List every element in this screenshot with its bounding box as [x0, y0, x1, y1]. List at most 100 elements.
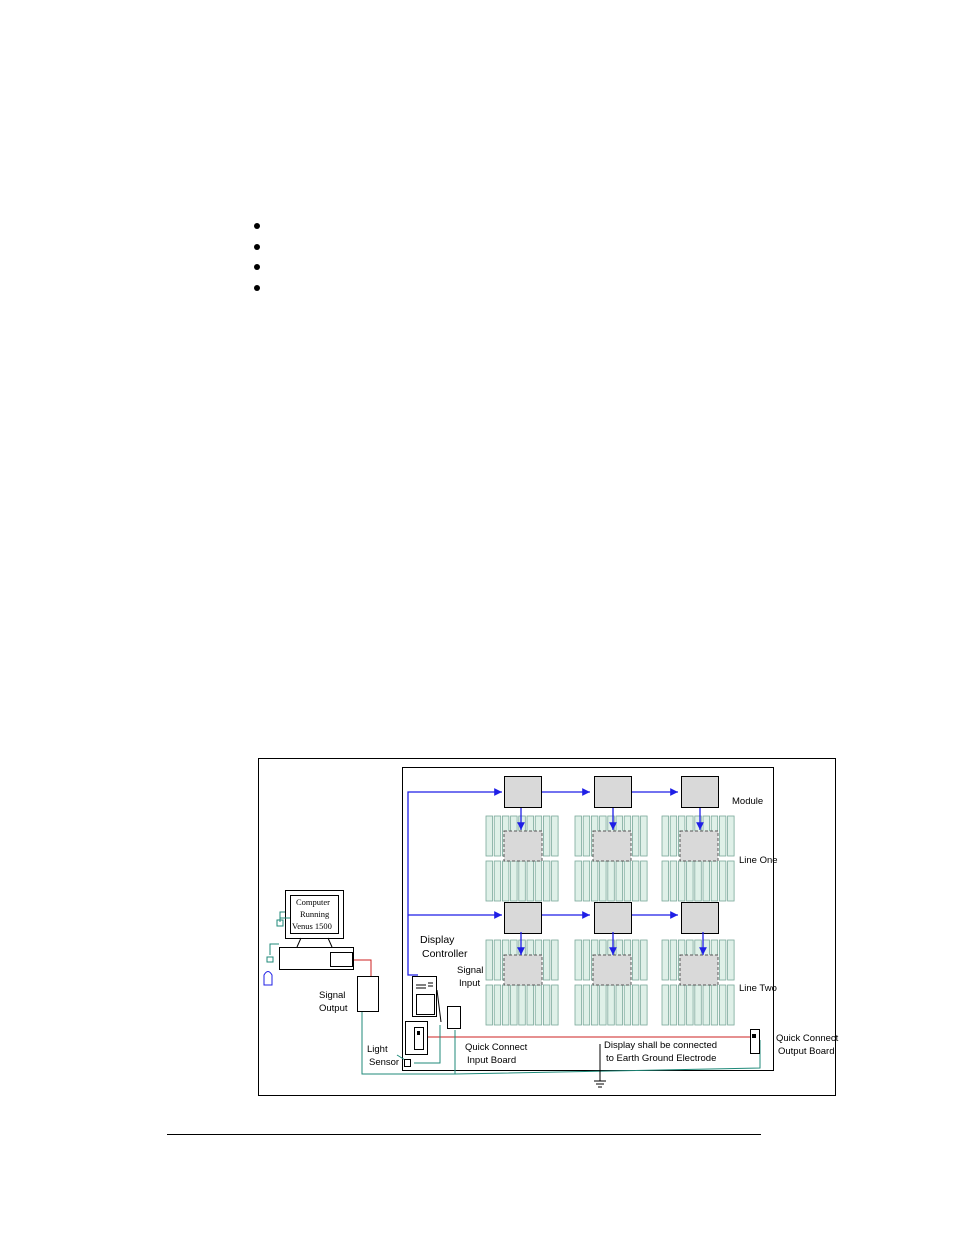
led-strip	[526, 984, 534, 1026]
quick-connect-input-board	[405, 1021, 428, 1055]
label-computer: Venus 1500	[292, 921, 332, 931]
bullet-dot	[254, 284, 260, 291]
label-line-one: Line One	[739, 855, 778, 866]
led-strip	[599, 860, 607, 902]
label-signal-input: Input	[459, 978, 480, 989]
module-box	[594, 776, 632, 808]
led-strip	[640, 939, 648, 981]
earth-ground-symbol	[594, 1044, 606, 1088]
led-strip	[607, 860, 615, 902]
led-strip	[669, 939, 678, 981]
power-cable	[353, 959, 754, 1038]
led-strip	[485, 984, 493, 1026]
led-strip	[719, 939, 727, 981]
label-signal-output: Signal	[319, 990, 345, 1001]
module-receiver	[503, 954, 543, 986]
led-strip	[640, 860, 648, 902]
led-strip	[694, 860, 702, 902]
footer-rule	[167, 1134, 761, 1135]
module-receiver	[592, 954, 632, 986]
module-box	[594, 902, 632, 934]
led-strip	[574, 939, 582, 981]
led-strip	[669, 860, 678, 902]
led-strip	[727, 939, 735, 981]
led-strip	[582, 815, 591, 857]
module-receiver	[679, 954, 719, 986]
led-strip	[623, 860, 632, 902]
bullet-dot	[254, 243, 260, 250]
module-box	[681, 776, 719, 808]
label-computer: Computer	[296, 897, 330, 907]
label-signal-input: Signal	[457, 965, 483, 976]
label-display-controller: Display	[420, 934, 455, 946]
module-box	[504, 902, 542, 934]
led-strip	[591, 984, 599, 1026]
led-strip	[661, 815, 669, 857]
led-strip	[669, 984, 678, 1026]
led-strip	[669, 815, 678, 857]
led-strip	[493, 860, 502, 902]
led-strip	[719, 984, 727, 1026]
led-strip	[518, 860, 526, 902]
bullet-list	[250, 215, 270, 297]
led-strip	[543, 815, 551, 857]
label-quick-connect-output: Quick Connect	[776, 1033, 839, 1044]
led-strip	[719, 815, 727, 857]
led-strip	[485, 939, 493, 981]
led-strip	[694, 984, 702, 1026]
led-strip	[615, 860, 623, 902]
led-strip	[582, 984, 591, 1026]
led-strip	[534, 984, 543, 1026]
led-strip	[534, 860, 543, 902]
led-strip	[678, 860, 686, 902]
label-module: Module	[732, 796, 763, 807]
led-strips	[485, 815, 735, 1026]
led-strip	[710, 860, 719, 902]
label-light-sensor: Sensor	[369, 1057, 399, 1068]
led-strip	[518, 984, 526, 1026]
led-strip	[543, 939, 551, 981]
label-earth-ground: to Earth Ground Electrode	[606, 1053, 716, 1064]
led-strip	[632, 939, 640, 981]
led-strip	[501, 860, 510, 902]
led-strip	[543, 860, 551, 902]
led-strip	[551, 815, 559, 857]
led-strip	[727, 984, 735, 1026]
computer	[263, 890, 354, 986]
led-strip	[678, 984, 686, 1026]
led-strip	[574, 860, 582, 902]
quick-connect-output-board	[750, 1029, 760, 1054]
led-strip	[661, 939, 669, 981]
bullet-item	[250, 277, 270, 298]
label-light-sensor: Light	[367, 1044, 388, 1055]
led-strip	[574, 984, 582, 1026]
led-strip	[485, 860, 493, 902]
led-strip	[551, 939, 559, 981]
led-strip	[661, 860, 669, 902]
led-strip	[493, 815, 502, 857]
module-receiver	[503, 830, 543, 862]
led-strip	[526, 860, 534, 902]
led-strip	[710, 984, 719, 1026]
label-line-two: Line Two	[739, 983, 777, 994]
module-receiver	[679, 830, 719, 862]
bullet-item	[250, 215, 270, 236]
module-box	[681, 902, 719, 934]
label-display-controller: Controller	[422, 948, 468, 960]
led-strip	[719, 860, 727, 902]
label-computer: Running	[300, 909, 330, 919]
light-sensor	[404, 1059, 411, 1067]
led-strip	[485, 815, 493, 857]
modules	[504, 776, 719, 934]
led-strip	[591, 860, 599, 902]
label-signal-output: Output	[319, 1003, 348, 1014]
bullet-item	[250, 236, 270, 257]
label-earth-ground: Display shall be connected	[604, 1040, 717, 1051]
led-strip	[640, 815, 648, 857]
led-strip	[632, 815, 640, 857]
led-strip	[632, 984, 640, 1026]
led-strip	[543, 984, 551, 1026]
led-strip	[686, 984, 694, 1026]
bullet-item	[250, 256, 270, 277]
